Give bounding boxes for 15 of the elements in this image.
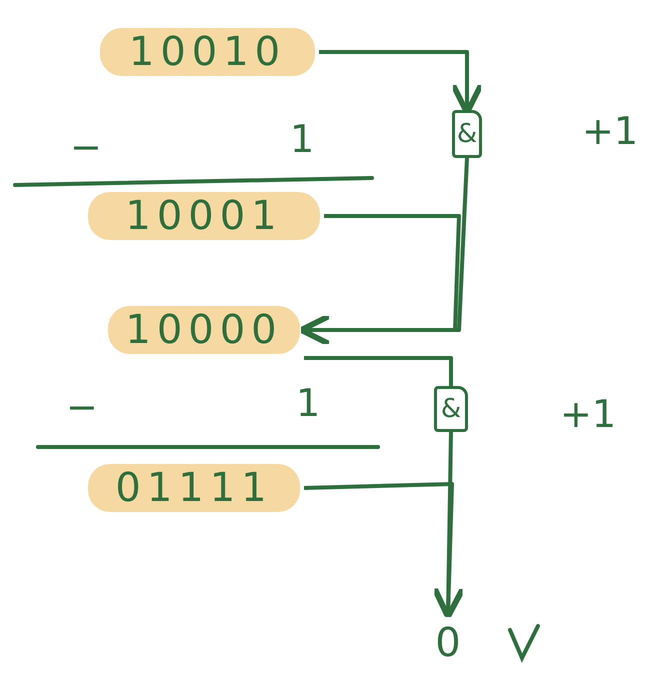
plus-one: +1 [560,395,616,433]
highlighted-number: 10000 [108,306,300,354]
result-text: 0 [428,618,468,668]
arrow [304,482,466,620]
highlighted-number: 10010 [100,28,315,76]
highlighted-number: 01111 [88,464,300,512]
highlighted-number: 10001 [88,192,320,240]
and-gate-box: & [452,110,482,158]
arrow [298,214,461,347]
and-gate-box: & [434,386,468,432]
minus-sign: − [70,128,102,166]
digit: 1 [296,384,320,422]
digit: 1 [290,120,314,158]
minus-sign: − [66,388,98,426]
plus-one: +1 [582,112,638,150]
